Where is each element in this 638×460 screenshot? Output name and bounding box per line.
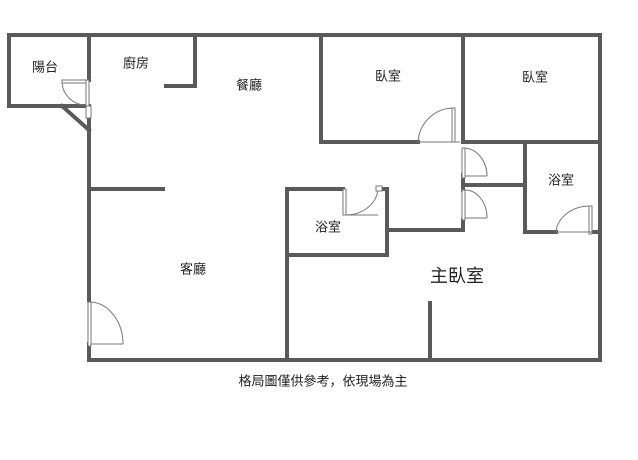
right-bath-door-icon <box>555 205 593 235</box>
balcony-door-icon <box>61 79 92 119</box>
right-bath-wall <box>523 140 558 234</box>
room-label-bathroom-center: 浴室 <box>314 220 342 236</box>
room-label-master-bedroom: 主臥室 <box>430 266 484 287</box>
room-label-living: 客廳 <box>179 262 207 278</box>
room-label-bedroom-2: 臥室 <box>521 70 549 86</box>
room-label-bathroom-right: 浴室 <box>547 173 575 189</box>
balcony-wall <box>59 103 92 133</box>
disclaimer-note: 格局圖僅供參考，依現場為主 <box>238 374 408 390</box>
entry-door-icon <box>87 301 124 347</box>
kitchen-wall <box>164 33 197 88</box>
room-label-balcony: 陽台 <box>31 60 59 76</box>
center-bath-right-wall <box>285 187 389 257</box>
center-bath-wall <box>285 187 345 362</box>
bedroom2-door-icon <box>461 147 488 179</box>
walls <box>7 33 602 362</box>
room-label-dining: 餐廳 <box>235 78 263 94</box>
bedroom1-wall <box>319 33 420 144</box>
master-door-icon <box>461 189 488 221</box>
outer-wall <box>7 33 602 362</box>
doors <box>61 79 593 347</box>
center-bath-door-icon <box>342 185 383 216</box>
room-label-kitchen: 廚房 <box>122 56 150 72</box>
hallway-wall <box>385 218 465 232</box>
room-label-bedroom-1: 臥室 <box>374 69 402 85</box>
bedroom1-door-icon <box>417 107 460 143</box>
